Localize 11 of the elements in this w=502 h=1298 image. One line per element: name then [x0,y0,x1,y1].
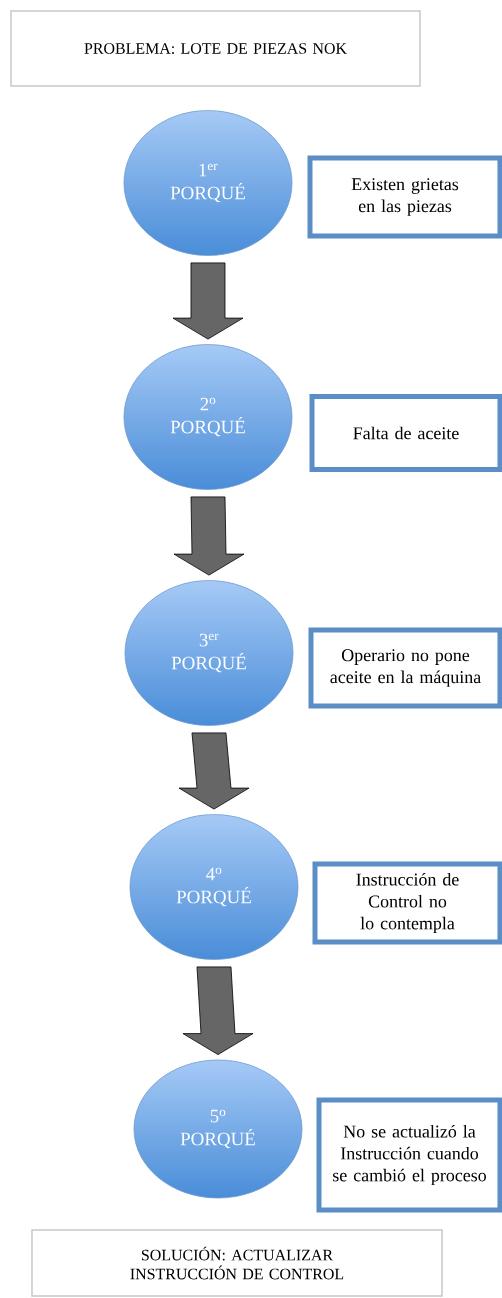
block-arrow [172,262,244,340]
block-arrow [182,966,254,1055]
cause-box: Instrucción de Control no lo contempla [312,861,502,945]
block-arrow [178,732,250,810]
cause-box: Existen grietas en las piezas [307,155,502,239]
solution-box: SOLUCIÓN: ACTUALIZAR INSTRUCCIÓN DE CONTROL [31,1229,443,1297]
cause-box: No se actualizó la Instrucción cuando se cambió el proceso [316,1097,502,1213]
block-arrow [173,496,245,576]
cause-box: Falta de aceite [309,394,502,472]
cause-box: Operario no pone aceite en la máquina [308,627,502,709]
problem-box: PROBLEMA: LOTE DE PIEZAS NOK [10,10,421,87]
